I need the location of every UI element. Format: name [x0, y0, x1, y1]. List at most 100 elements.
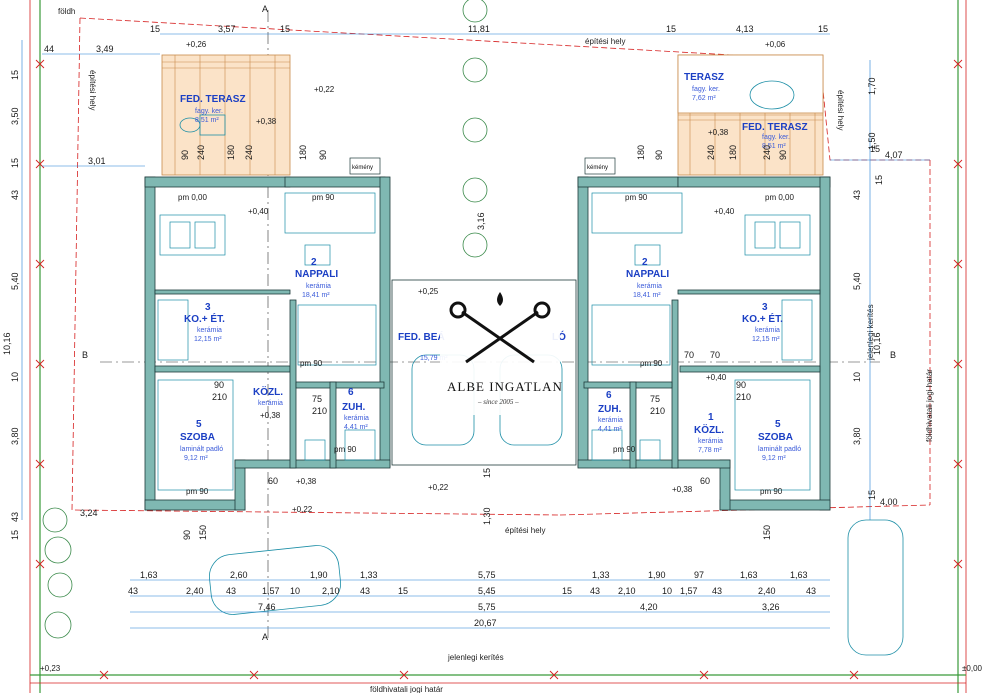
- left-house-walls: [144, 176, 391, 511]
- left-nappali-num: 2: [311, 257, 317, 268]
- dim-top-413: 4,13: [736, 24, 754, 34]
- foldhivatali-bottom-label: földhivatali jogi határ: [370, 685, 443, 693]
- right-fed-terasz-name: FED. TERASZ: [742, 122, 808, 133]
- dim-right-15a: 15: [874, 175, 884, 185]
- svg-text:70: 70: [710, 350, 720, 360]
- pm-90-right-bottom: pm 90: [760, 487, 783, 496]
- fleur-icon: [497, 292, 503, 306]
- right-zuh-area: 4,41 m²: [598, 426, 622, 433]
- dim-top-1181: 11,81: [468, 24, 490, 34]
- left-zuh-area: 4,41 m²: [344, 424, 368, 431]
- cars: [208, 519, 904, 656]
- dim-r2-10: 43: [590, 586, 600, 596]
- dim-r3-575: 5,75: [478, 602, 496, 612]
- left-zuh-num: 6: [348, 387, 354, 398]
- left-kozl-name: KÖZL.: [253, 385, 283, 398]
- right-terasz-area: 7,62 m²: [692, 95, 716, 102]
- dim-r2-8: 5,45: [478, 586, 496, 596]
- right-nappali-area: 18,41 m²: [633, 292, 661, 299]
- svg-text:240: 240: [244, 145, 254, 160]
- svg-text:90: 90: [214, 380, 224, 390]
- pm-90-right-kitchen: pm 90: [640, 359, 663, 368]
- svg-text:180: 180: [728, 145, 738, 160]
- left-szoba-name: SZOBA: [180, 432, 215, 443]
- right-kozl-name: KÖZL.: [694, 423, 724, 436]
- right-chimney-label: kémény: [587, 165, 608, 171]
- left-terrace: [161, 54, 291, 176]
- dim-left-10: 10: [10, 372, 20, 382]
- right-szoba-name: SZOBA: [758, 432, 793, 443]
- level-026: +0,26: [186, 40, 207, 49]
- right-chimney: [584, 157, 616, 175]
- svg-text:90: 90: [318, 150, 328, 160]
- right-furniture: [591, 192, 813, 491]
- right-konyha-area: 12,15 m²: [752, 336, 780, 343]
- dim-r1-9: 1,63: [790, 570, 808, 580]
- dim-r2-0: 43: [128, 586, 138, 596]
- left-terrace-area: 8,51 m²: [195, 117, 219, 124]
- svg-text:75: 75: [650, 394, 660, 404]
- level-038b: +0,38: [708, 128, 729, 137]
- right-konyha-mat: kerámia: [755, 327, 780, 334]
- right-szoba-mat: laminált padló: [758, 446, 801, 453]
- dim-r1-0: 1,63: [140, 570, 158, 580]
- dim-r2-12: 10: [662, 586, 672, 596]
- right-konyha-num: 3: [762, 302, 768, 313]
- pm-90-left: pm 90: [312, 193, 335, 202]
- level-040b: +0,40: [714, 207, 735, 216]
- left-szoba-area: 9,12 m²: [184, 455, 208, 462]
- dim-left-380: 3,80: [10, 427, 20, 445]
- svg-text:90: 90: [654, 150, 664, 160]
- dim-r3-420: 4,20: [640, 602, 658, 612]
- left-furniture: [157, 192, 377, 491]
- dim-r1-1: 2,60: [230, 570, 248, 580]
- pm-90-left-kitchen: pm 90: [300, 359, 323, 368]
- right-kozl-mat: kerámia: [698, 438, 723, 445]
- left-nappali-area: 18,41 m²: [302, 292, 330, 299]
- dim-right-1016: 10,16: [872, 332, 882, 355]
- dim-r1-5: 1,33: [592, 570, 610, 580]
- pm-90-left-bottom: pm 90: [186, 487, 209, 496]
- svg-text:90: 90: [778, 150, 788, 160]
- dim-r1-2: 1,90: [310, 570, 328, 580]
- svg-text:210: 210: [312, 406, 327, 416]
- dim-r2-6: 43: [360, 586, 370, 596]
- dim-bottom-15: 15: [482, 468, 492, 478]
- left-szoba-mat: laminált padló: [180, 446, 223, 453]
- level-022b: +0,22: [292, 505, 313, 514]
- right-fed-terasz-area: 8,51 m²: [762, 143, 786, 150]
- dim-r1-3: 1,33: [360, 570, 378, 580]
- svg-text:180: 180: [636, 145, 646, 160]
- left-kozl-mat: kerámia: [258, 400, 283, 407]
- level-038c: +0,38: [296, 477, 317, 486]
- dim-left-15c: 15: [10, 530, 20, 540]
- level-022c: +0,22: [428, 483, 449, 492]
- dim-bottom-324: 3,24: [80, 508, 98, 518]
- dim-r2-15: 2,40: [758, 586, 776, 596]
- tree-row: [42, 0, 488, 639]
- level-038a: +0,38: [256, 117, 277, 126]
- brand-since: – since 2005 –: [477, 398, 519, 406]
- dim-left-43b: 43: [10, 512, 20, 522]
- dim-r2-11: 2,10: [618, 586, 636, 596]
- svg-text:60: 60: [700, 476, 710, 486]
- dim-left-350: 3,50: [10, 107, 20, 125]
- dim-right-540: 5,40: [852, 272, 862, 290]
- left-zuh-name: ZUH.: [342, 402, 366, 413]
- dim-right-150: 1,50: [867, 132, 877, 150]
- right-zuh-name: ZUH.: [598, 404, 622, 415]
- svg-text:90: 90: [180, 150, 190, 160]
- dim-left-43a: 43: [10, 190, 20, 200]
- dim-top-407: 4,07: [885, 150, 903, 160]
- left-szoba-num: 5: [196, 419, 202, 430]
- level-038d: +0,38: [260, 411, 281, 420]
- level-022: +0,22: [314, 85, 335, 94]
- right-kozl-num: 1: [708, 412, 714, 423]
- svg-text:210: 210: [212, 392, 227, 402]
- dim-top-15a: 15: [150, 24, 160, 34]
- right-konyha-name: KO.+ ÉT.: [742, 312, 783, 325]
- dim-right-43: 43: [852, 190, 862, 200]
- left-konyha-num: 3: [205, 302, 211, 313]
- foldhivatali-right-label: földhivatali jogi határ: [925, 369, 934, 442]
- right-nappali-name: NAPPALI: [626, 269, 669, 280]
